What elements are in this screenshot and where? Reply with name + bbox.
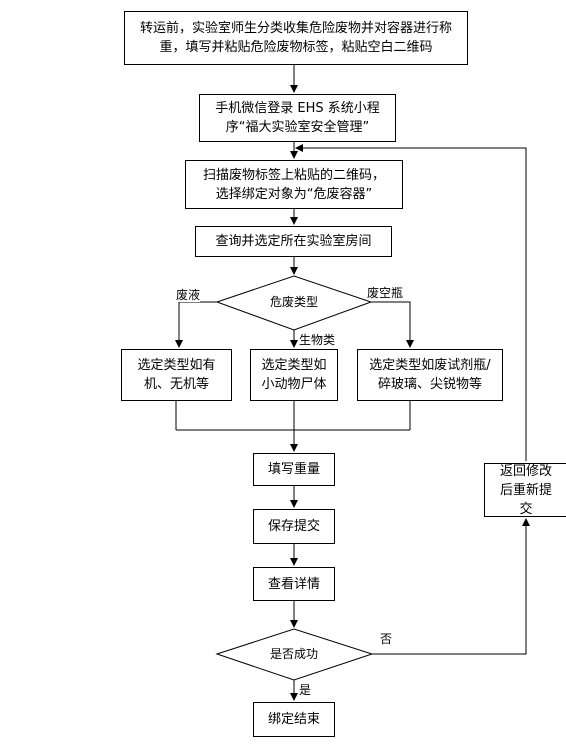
step-type-liquid: 选定类型如有机、无机等	[121, 349, 232, 401]
label-no: 否	[380, 632, 393, 646]
label-liquid: 废液	[176, 288, 201, 302]
step-resubmit: 返回修改后重新提交	[484, 463, 566, 517]
step-wechat-login: 手机微信登录 EHS 系统小程序“福大实验室安全管理”	[199, 94, 396, 142]
step-fill-weight: 填写重量	[253, 453, 335, 486]
success-check-diamond	[215, 628, 374, 681]
waste-type-text: 危废类型	[269, 295, 318, 309]
waste-type-diamond	[215, 275, 373, 331]
step-bind-end: 绑定结束	[253, 702, 335, 737]
step-type-bottle: 选定类型如废试剂瓶/碎玻璃、尖锐物等	[357, 349, 503, 401]
step-view-details: 查看详情	[253, 567, 335, 601]
step-pre-transport: 转运前，实验室师生分类收集危险废物并对容器进行称重，填写并粘贴危险废物标签，粘贴…	[124, 11, 468, 65]
step-type-bio: 选定类型如小动物尸体	[250, 349, 338, 401]
label-bio: 生物类	[299, 333, 336, 347]
step-scan-qr: 扫描废物标签上粘贴的二维码，选择绑定对象为“危废容器”	[185, 160, 403, 209]
label-yes: 是	[299, 683, 312, 697]
label-bottle: 废空瓶	[367, 286, 404, 300]
step-select-room: 查询并选定所在实验室房间	[195, 226, 392, 257]
step-save-submit: 保存提交	[253, 509, 335, 544]
success-check-text: 是否成功	[269, 647, 318, 661]
